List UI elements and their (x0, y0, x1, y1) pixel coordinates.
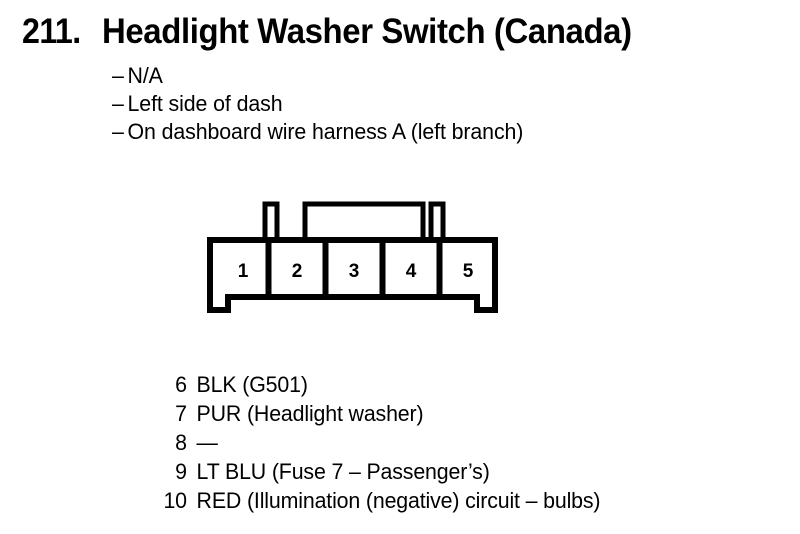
legend-row: 7 PUR (Headlight washer) (150, 399, 751, 428)
entry-number: 211. (22, 12, 81, 51)
detail-item-text: N/A (127, 63, 163, 88)
connector-body-outline (207, 237, 498, 313)
detail-list: – N/A – Left side of dash – On dashboard… (112, 62, 772, 146)
connector-diagram: 1 2 3 4 5 (200, 195, 520, 330)
cavity-label-3: 3 (349, 261, 360, 282)
detail-item-1: – Left side of dash (112, 90, 752, 118)
legend-row: 9 LT BLU (Fuse 7 – Passenger’s) (150, 457, 751, 486)
detail-item-0: – N/A (112, 62, 752, 90)
legend-pin-number: 8 (175, 430, 187, 455)
legend-pin-description: — (196, 430, 218, 455)
bullet-dash-icon: – (112, 63, 124, 88)
legend-pin-description: PUR (Headlight washer) (196, 401, 424, 426)
detail-item-text: On dashboard wire harness A (left branch… (127, 119, 524, 144)
detail-item-text: Left side of dash (127, 91, 283, 116)
bullet-dash-icon: – (112, 119, 124, 144)
legend-pin-description: LT BLU (Fuse 7 – Passenger’s) (196, 459, 490, 484)
legend-row: 8 — (150, 428, 751, 457)
legend-pin-number: 9 (175, 459, 187, 484)
pin-legend: 6 BLK (G501) 7 PUR (Headlight washer) 8 … (150, 370, 770, 515)
cavity-label-4: 4 (406, 261, 417, 282)
legend-pin-number: 6 (175, 372, 187, 397)
detail-item-2: – On dashboard wire harness A (left bran… (112, 118, 752, 146)
connector-svg: 1 2 3 4 5 (207, 201, 498, 313)
legend-pin-number: 7 (175, 401, 187, 426)
legend-pin-description: RED (Illumination (negative) circuit – b… (196, 488, 601, 513)
page-title: 211. Headlight Washer Switch (Canada) (22, 12, 782, 52)
bullet-dash-icon: – (112, 91, 124, 116)
cavity-label-2: 2 (292, 261, 303, 282)
legend-row: 6 BLK (G501) (150, 370, 751, 399)
cavity-label-1: 1 (238, 261, 249, 282)
legend-pin-number: 10 (163, 488, 188, 513)
legend-row: 10 RED (Illumination (negative) circuit … (150, 486, 751, 515)
entry-title: Headlight Washer Switch (Canada) (101, 12, 632, 51)
cavity-label-5: 5 (463, 261, 474, 282)
legend-pin-description: BLK (G501) (196, 372, 308, 397)
